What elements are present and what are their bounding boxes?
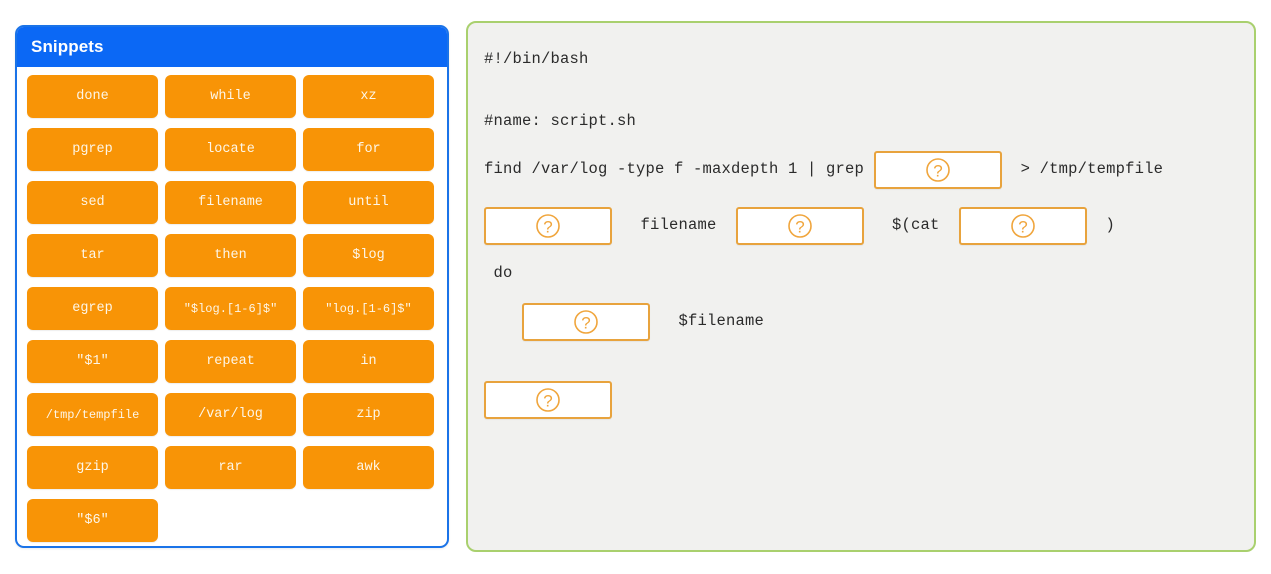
snippet-tile[interactable]: /var/log xyxy=(165,393,296,436)
snippet-tile-label: in xyxy=(360,353,377,369)
snippet-tile[interactable]: sed xyxy=(27,181,158,224)
svg-text:?: ? xyxy=(543,392,552,411)
snippet-tile-label: awk xyxy=(356,459,381,475)
svg-text:?: ? xyxy=(795,218,804,237)
snippet-tile-label: sed xyxy=(80,194,105,210)
code-text: do xyxy=(484,264,513,283)
dropzone-5[interactable]: ? xyxy=(522,303,651,341)
snippet-tile-label: /tmp/tempfile xyxy=(45,407,140,422)
snippet-tile-label: egrep xyxy=(72,300,113,316)
snippet-tile[interactable]: then xyxy=(165,234,296,277)
code-line xyxy=(484,89,1236,111)
code-text: $(cat xyxy=(863,216,959,235)
question-mark-circle-icon: ? xyxy=(536,388,560,412)
code-text: ) xyxy=(1086,216,1116,235)
snippet-tile[interactable]: $log xyxy=(303,234,434,277)
snippet-tile[interactable]: zip xyxy=(303,393,434,436)
snippet-tile[interactable]: tar xyxy=(27,234,158,277)
snippet-tile[interactable]: until xyxy=(303,181,434,224)
snippet-tile-label: rar xyxy=(218,459,243,475)
code-text: find /var/log -type f -maxdepth 1 | grep xyxy=(484,160,874,179)
snippet-tile-label: $log xyxy=(352,247,385,263)
snippet-tile-label: xz xyxy=(360,88,377,104)
snippet-tile-label: "$1" xyxy=(76,353,109,369)
code-text: > /tmp/tempfile xyxy=(1001,160,1164,179)
code-text: #name: script.sh xyxy=(484,112,637,131)
snippet-tile[interactable]: while xyxy=(165,75,296,118)
snippet-tile[interactable]: awk xyxy=(303,446,434,489)
snippet-tile[interactable]: for xyxy=(303,128,434,171)
code-text: filename xyxy=(612,216,736,235)
code-text: #!/bin/bash xyxy=(484,50,589,69)
snippet-tile-label: tar xyxy=(80,247,105,263)
snippet-tile[interactable]: egrep xyxy=(27,287,158,330)
snippets-grid: done while xz pgrep locate for sed filename unti… xyxy=(17,67,447,546)
snippet-tile-label: then xyxy=(214,247,247,263)
snippet-tile[interactable]: "$6" xyxy=(27,499,158,542)
dropzone-1[interactable]: ? xyxy=(873,151,1002,189)
snippet-tile[interactable]: locate xyxy=(165,128,296,171)
code-line xyxy=(484,359,1236,381)
snippet-tile-label: gzip xyxy=(76,459,109,475)
code-line: ? $filename xyxy=(484,303,1236,341)
snippet-tile-label: while xyxy=(210,88,251,104)
snippet-tile-label: done xyxy=(76,88,109,104)
snippet-tile-label: for xyxy=(356,141,381,157)
code-line: find /var/log -type f -maxdepth 1 | grep… xyxy=(484,151,1236,189)
snippet-tile[interactable]: /tmp/tempfile xyxy=(27,393,158,436)
snippet-tile[interactable]: filename xyxy=(165,181,296,224)
code-line: #!/bin/bash xyxy=(484,49,1236,71)
snippet-tile[interactable]: in xyxy=(303,340,434,383)
question-mark-circle-icon: ? xyxy=(574,310,598,334)
snippets-panel-title: Snippets xyxy=(31,37,104,56)
svg-text:?: ? xyxy=(581,314,590,333)
svg-text:?: ? xyxy=(933,162,942,181)
snippet-tile-label: pgrep xyxy=(72,141,113,157)
code-text xyxy=(484,312,522,331)
snippet-tile[interactable]: repeat xyxy=(165,340,296,383)
snippet-tile[interactable]: pgrep xyxy=(27,128,158,171)
snippet-tile-label: locate xyxy=(206,141,255,157)
code-editor-panel: #!/bin/bash #name: script.sh find /var/log… xyxy=(466,21,1256,552)
snippet-tile[interactable]: gzip xyxy=(27,446,158,489)
snippet-tile-label: until xyxy=(348,194,389,210)
snippets-panel-header: Snippets xyxy=(17,27,447,67)
snippet-tile[interactable]: "log.[1-6]$" xyxy=(303,287,434,330)
snippet-tile[interactable]: "$1" xyxy=(27,340,158,383)
code-line: do xyxy=(484,263,1236,285)
question-mark-circle-icon: ? xyxy=(1010,214,1035,238)
snippet-tile-label: "$6" xyxy=(76,512,109,528)
snippet-tile-label: zip xyxy=(356,406,381,422)
snippet-tile[interactable]: "$log.[1-6]$" xyxy=(165,287,296,330)
code-line: ? filename ? $(cat ? ) xyxy=(484,207,1236,245)
snippet-tile-label: filename xyxy=(198,194,263,210)
snippet-tile-label: repeat xyxy=(206,353,255,369)
dropzone-3[interactable]: ? xyxy=(735,207,864,245)
snippet-tile[interactable]: rar xyxy=(165,446,296,489)
code-text: $filename xyxy=(650,312,765,331)
question-mark-circle-icon: ? xyxy=(787,214,812,238)
code-line: ? xyxy=(484,381,1236,419)
snippet-tile[interactable]: done xyxy=(27,75,158,118)
snippet-tile-label: "$log.[1-6]$" xyxy=(183,301,278,316)
snippets-panel: Snippets done while xz pgrep locate for sed fil… xyxy=(15,25,449,548)
dropzone-4[interactable]: ? xyxy=(958,207,1087,245)
svg-text:?: ? xyxy=(543,218,552,237)
question-mark-circle-icon: ? xyxy=(536,214,560,238)
question-mark-circle-icon: ? xyxy=(925,158,950,182)
snippet-tile-label: "log.[1-6]$" xyxy=(325,301,412,316)
snippet-tile[interactable]: xz xyxy=(303,75,434,118)
dropzone-6[interactable]: ? xyxy=(484,381,612,419)
code-line: #name: script.sh xyxy=(484,111,1236,133)
svg-text:?: ? xyxy=(1018,218,1027,237)
dropzone-2[interactable]: ? xyxy=(484,207,612,245)
snippet-tile-label: /var/log xyxy=(198,406,263,422)
